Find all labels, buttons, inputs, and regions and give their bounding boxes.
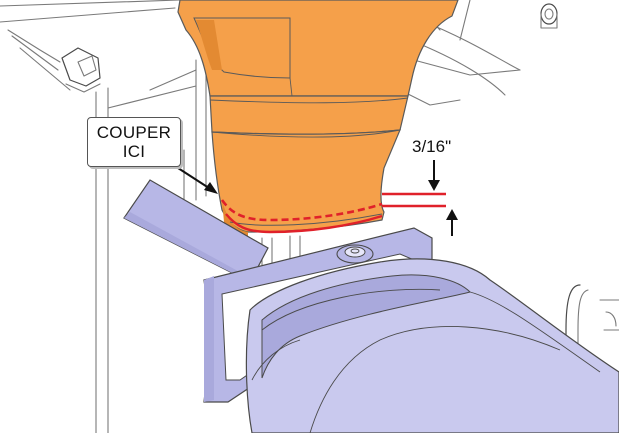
callout-leader-arrow <box>177 167 213 191</box>
lower-duct-contour-1 <box>261 288 441 331</box>
cut-marking <box>220 192 446 234</box>
lower-duct-contour-3 <box>251 339 301 381</box>
screw-slot <box>350 248 360 254</box>
duct-lower-body <box>211 129 401 233</box>
callout-line-1: COUPER <box>96 123 172 142</box>
duct-upper-tab-shade <box>196 20 222 70</box>
bracket-strap-shade <box>124 212 258 282</box>
cut-line-bottom-edge <box>225 213 383 234</box>
orange-duct <box>177 0 459 240</box>
lower-duct-contour-2 <box>309 326 561 434</box>
duct-middle-band <box>209 95 409 135</box>
cut-here-callout: COUPER ICI <box>87 117 181 167</box>
callout-arrow-head <box>204 182 218 194</box>
duct-bottom-lip <box>229 213 383 226</box>
annotation-arrows <box>177 160 458 236</box>
lower-duct-top-edge <box>469 291 601 373</box>
callout-line-2: ICI <box>122 142 146 161</box>
screw-head <box>344 246 366 258</box>
lavender-duct <box>245 258 619 434</box>
cut-line-dashed <box>220 199 383 222</box>
duct-seam-2 <box>209 97 409 104</box>
duct-upper-flare <box>177 0 459 97</box>
bracket-frame-side <box>204 276 214 402</box>
duct-seam <box>211 129 401 138</box>
lower-duct-rim <box>261 274 471 379</box>
dimension-arrow-up-head <box>446 209 458 220</box>
dimension-arrow-down-head <box>428 180 440 191</box>
duct-edge-line <box>289 77 293 97</box>
dimension-label: 3/16" <box>412 137 452 156</box>
